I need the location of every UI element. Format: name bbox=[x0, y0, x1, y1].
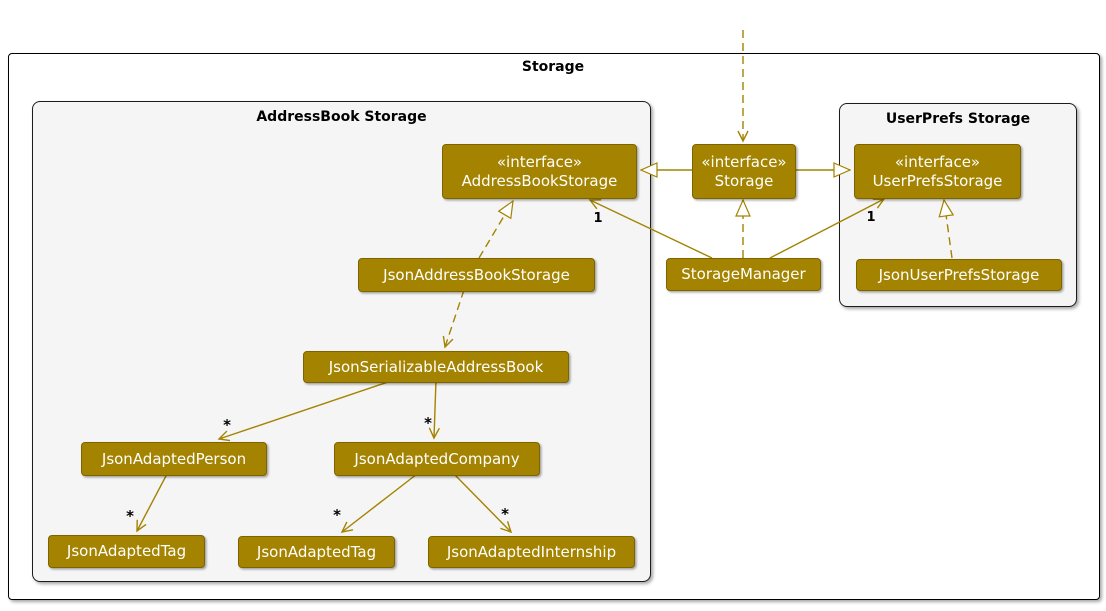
class-jsonuserprefsstorage: JsonUserPrefsStorage bbox=[856, 259, 1062, 291]
edge-jsonaddressbookstorage-implements-addressbookstorage bbox=[478, 201, 513, 259]
class-name: JsonAddressBookStorage bbox=[383, 265, 570, 284]
class-name: UserPrefsStorage bbox=[872, 171, 1003, 190]
class-name: JsonAdaptedInternship bbox=[446, 542, 617, 561]
edge-jsonserializableaddressbook-to-jsonadaptedcompany bbox=[428, 379, 440, 440]
package-userprefs-storage-title: UserPrefs Storage bbox=[885, 111, 1031, 127]
multiplicity-one-addressbookstorage: 1 bbox=[593, 211, 602, 226]
class-name: AddressBookStorage bbox=[461, 171, 618, 190]
edge-jsonaddressbookstorage-to-jsonserializableaddressbook bbox=[442, 289, 465, 349]
class-jsonserializableaddressbook: JsonSerializableAddressBook bbox=[303, 351, 569, 383]
multiplicity-one-userprefsstorage: 1 bbox=[866, 210, 875, 225]
class-jsonadaptedtag-middle: JsonAdaptedTag bbox=[238, 536, 395, 568]
class-name: JsonAdaptedPerson bbox=[101, 449, 247, 468]
package-addressbook-storage-title: AddressBook Storage bbox=[256, 109, 427, 125]
class-name: Storage bbox=[714, 171, 774, 190]
class-name: JsonUserPrefsStorage bbox=[878, 265, 1040, 284]
stereotype-label: «interface» bbox=[894, 152, 981, 171]
class-jsonadaptedperson: JsonAdaptedPerson bbox=[81, 442, 267, 476]
edge-storagemanager-to-userprefsstorage bbox=[769, 198, 886, 259]
class-name: JsonAdaptedCompany bbox=[354, 449, 520, 468]
stereotype-label: «interface» bbox=[496, 152, 583, 171]
edge-jsonadaptedcompany-to-jsonadaptedtag bbox=[340, 473, 418, 533]
class-jsonadaptedcompany: JsonAdaptedCompany bbox=[334, 442, 540, 476]
class-userprefsstorage-interface: «interface» UserPrefsStorage bbox=[854, 144, 1021, 199]
stereotype-label: «interface» bbox=[701, 152, 787, 171]
class-name: JsonAdaptedTag bbox=[66, 542, 187, 560]
edge-jsonserializableaddressbook-to-jsonadaptedperson bbox=[217, 379, 395, 442]
multiplicity-many-company: * bbox=[424, 414, 432, 432]
edge-storagemanager-to-addressbookstorage bbox=[588, 199, 713, 259]
class-jsonadaptedinternship: JsonAdaptedInternship bbox=[428, 536, 635, 568]
class-name: JsonAdaptedTag bbox=[256, 542, 377, 561]
multiplicity-many-tag-left: * bbox=[126, 507, 134, 525]
class-name: StorageManager bbox=[681, 265, 806, 283]
storage-frame-title: Storage bbox=[521, 59, 585, 75]
multiplicity-many-person: * bbox=[223, 416, 231, 434]
class-addressbookstorage-interface: «interface» AddressBookStorage bbox=[442, 144, 637, 199]
class-jsonadaptedtag-left: JsonAdaptedTag bbox=[48, 535, 205, 568]
class-jsonaddressbookstorage: JsonAddressBookStorage bbox=[358, 258, 595, 292]
multiplicity-many-internship: * bbox=[501, 505, 509, 523]
edge-jsonuserprefsstorage-implements-userprefsstorage bbox=[944, 200, 952, 259]
class-name: JsonSerializableAddressBook bbox=[328, 357, 544, 376]
class-storagemanager: StorageManager bbox=[666, 258, 821, 291]
edge-jsonadaptedcompany-to-jsonadaptedinternship bbox=[453, 473, 513, 534]
multiplicity-many-tag-middle: * bbox=[333, 506, 341, 524]
class-storage-interface: «interface» Storage bbox=[692, 144, 796, 199]
edge-jsonadaptedperson-to-jsonadaptedtag bbox=[136, 473, 168, 533]
